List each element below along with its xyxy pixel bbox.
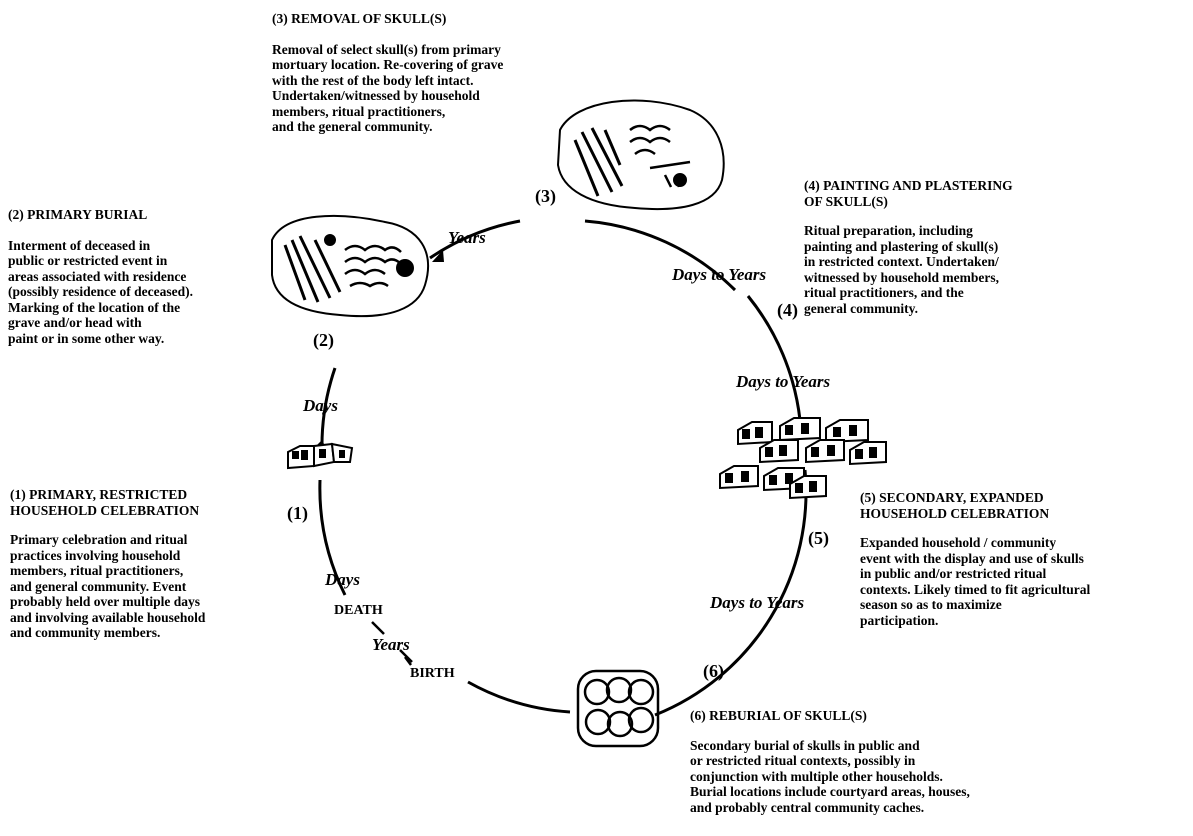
interval-4-to-5-label: Days to Years <box>736 372 830 392</box>
stage-6-body: Secondary burial of skulls in public and… <box>690 738 1010 816</box>
stage-5-heading: (5) SECONDARY, EXPANDED HOUSEHOLD CELEBR… <box>860 490 1190 521</box>
stage-2-number: (2) <box>313 330 334 351</box>
stage-6-heading: (6) REBURIAL OF SKULL(S) <box>690 708 1010 724</box>
stage-2-heading: (2) PRIMARY BURIAL <box>8 207 283 223</box>
death-label: DEATH <box>334 603 383 619</box>
stage-5-number: (5) <box>808 528 829 549</box>
arc-6-to-birth <box>468 682 570 712</box>
stage-1-description: (1) PRIMARY, RESTRICTED HOUSEHOLD CELEBR… <box>10 487 300 641</box>
stage-5-body: Expanded household / community event wit… <box>860 535 1190 628</box>
grave-skeleton-icon <box>272 216 428 316</box>
stage-1-heading: (1) PRIMARY, RESTRICTED HOUSEHOLD CELEBR… <box>10 487 300 518</box>
stage-3-body: Removal of select skull(s) from primary … <box>272 42 612 135</box>
stage-2-body: Interment of deceased in public or restr… <box>8 238 283 347</box>
stage-1-body: Primary celebration and ritual practices… <box>10 532 300 641</box>
stage-4-number: (4) <box>777 300 798 321</box>
stage-3-number: (3) <box>535 186 556 207</box>
stage-6-description: (6) REBURIAL OF SKULL(S) Secondary buria… <box>690 708 1010 815</box>
house-cluster-icon <box>720 418 886 498</box>
interval-1-to-2-label: Days <box>303 396 338 416</box>
interval-3-to-4-label: Days to Years <box>672 265 766 285</box>
stage-3-description: (3) REMOVAL OF SKULL(S) Removal of selec… <box>272 11 612 135</box>
stage-3-heading: (3) REMOVAL OF SKULL(S) <box>272 11 612 27</box>
stage-6-number: (6) <box>703 661 724 682</box>
stage-5-description: (5) SECONDARY, EXPANDED HOUSEHOLD CELEBR… <box>860 490 1190 628</box>
interval-2-to-3-label: Years <box>448 228 486 248</box>
interval-birth-to-death-label: Years <box>372 635 410 655</box>
house-icon <box>288 444 352 468</box>
stage-4-body: Ritual preparation, including painting a… <box>804 223 1104 316</box>
birth-label: BIRTH <box>410 666 455 682</box>
stage-1-number: (1) <box>287 503 308 524</box>
interval-death-to-1-label: Days <box>325 570 360 590</box>
interval-5-to-6-label: Days to Years <box>710 593 804 613</box>
skull-cache-icon <box>578 671 658 746</box>
stage-4-description: (4) PAINTING AND PLASTERING OF SKULL(S) … <box>804 178 1104 316</box>
stage-2-description: (2) PRIMARY BURIAL Interment of deceased… <box>8 207 283 346</box>
stage-4-heading: (4) PAINTING AND PLASTERING OF SKULL(S) <box>804 178 1104 209</box>
